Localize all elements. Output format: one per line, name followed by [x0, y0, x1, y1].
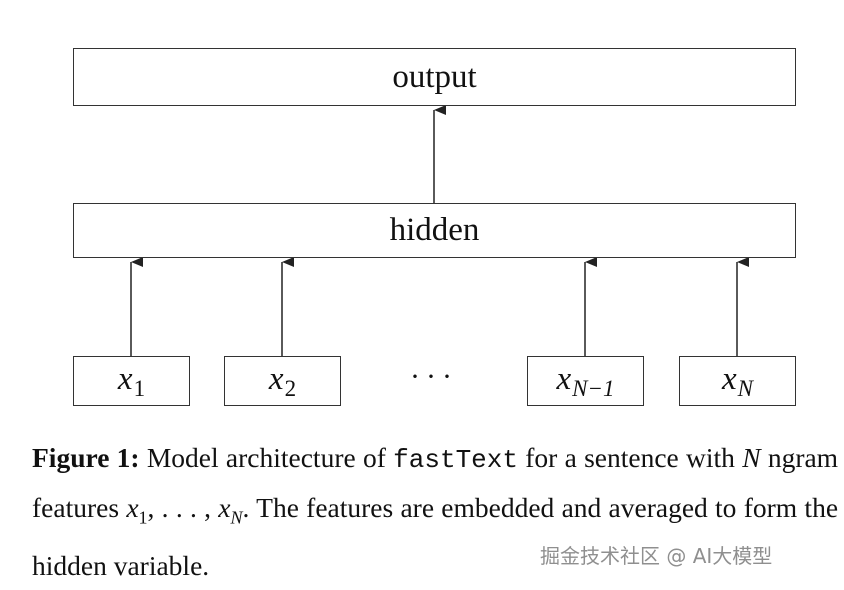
- caption-sep: , . . . ,: [147, 492, 211, 523]
- caption-xN-var: xN: [218, 492, 243, 528]
- output-layer-box: output: [73, 48, 796, 106]
- caption-n-var: N: [742, 442, 761, 473]
- ellipsis: ···: [410, 360, 458, 393]
- caption-x1-var: x1: [126, 492, 148, 528]
- input-box-xN-1: xN−1: [527, 356, 644, 406]
- caption-text-4: . The features are embedded and averaged…: [32, 492, 839, 581]
- input-box-xN: xN: [679, 356, 796, 406]
- output-label: output: [392, 58, 477, 95]
- hidden-label: hidden: [389, 212, 480, 248]
- input-xN-1-label: xN−1: [556, 360, 615, 401]
- figure-caption: Figure 1: Model architecture of fastText…: [32, 434, 838, 590]
- input-box-x2: x2: [224, 356, 341, 406]
- input-x2-label: x2: [268, 360, 297, 401]
- caption-text-1: Model architecture of: [146, 442, 386, 473]
- caption-code: fastText: [393, 445, 518, 475]
- caption-figure-label: Figure 1:: [32, 442, 140, 473]
- caption-text-2: for a sentence with: [525, 442, 735, 473]
- caption-text-3: ngram features: [32, 442, 839, 523]
- hidden-layer-box: hidden: [73, 203, 796, 258]
- input-xN-label: xN: [722, 360, 753, 401]
- input-x1-label: x1: [117, 360, 146, 401]
- input-box-x1: x1: [73, 356, 190, 406]
- watermark: 掘金技术社区 @ AI大模型: [540, 544, 773, 568]
